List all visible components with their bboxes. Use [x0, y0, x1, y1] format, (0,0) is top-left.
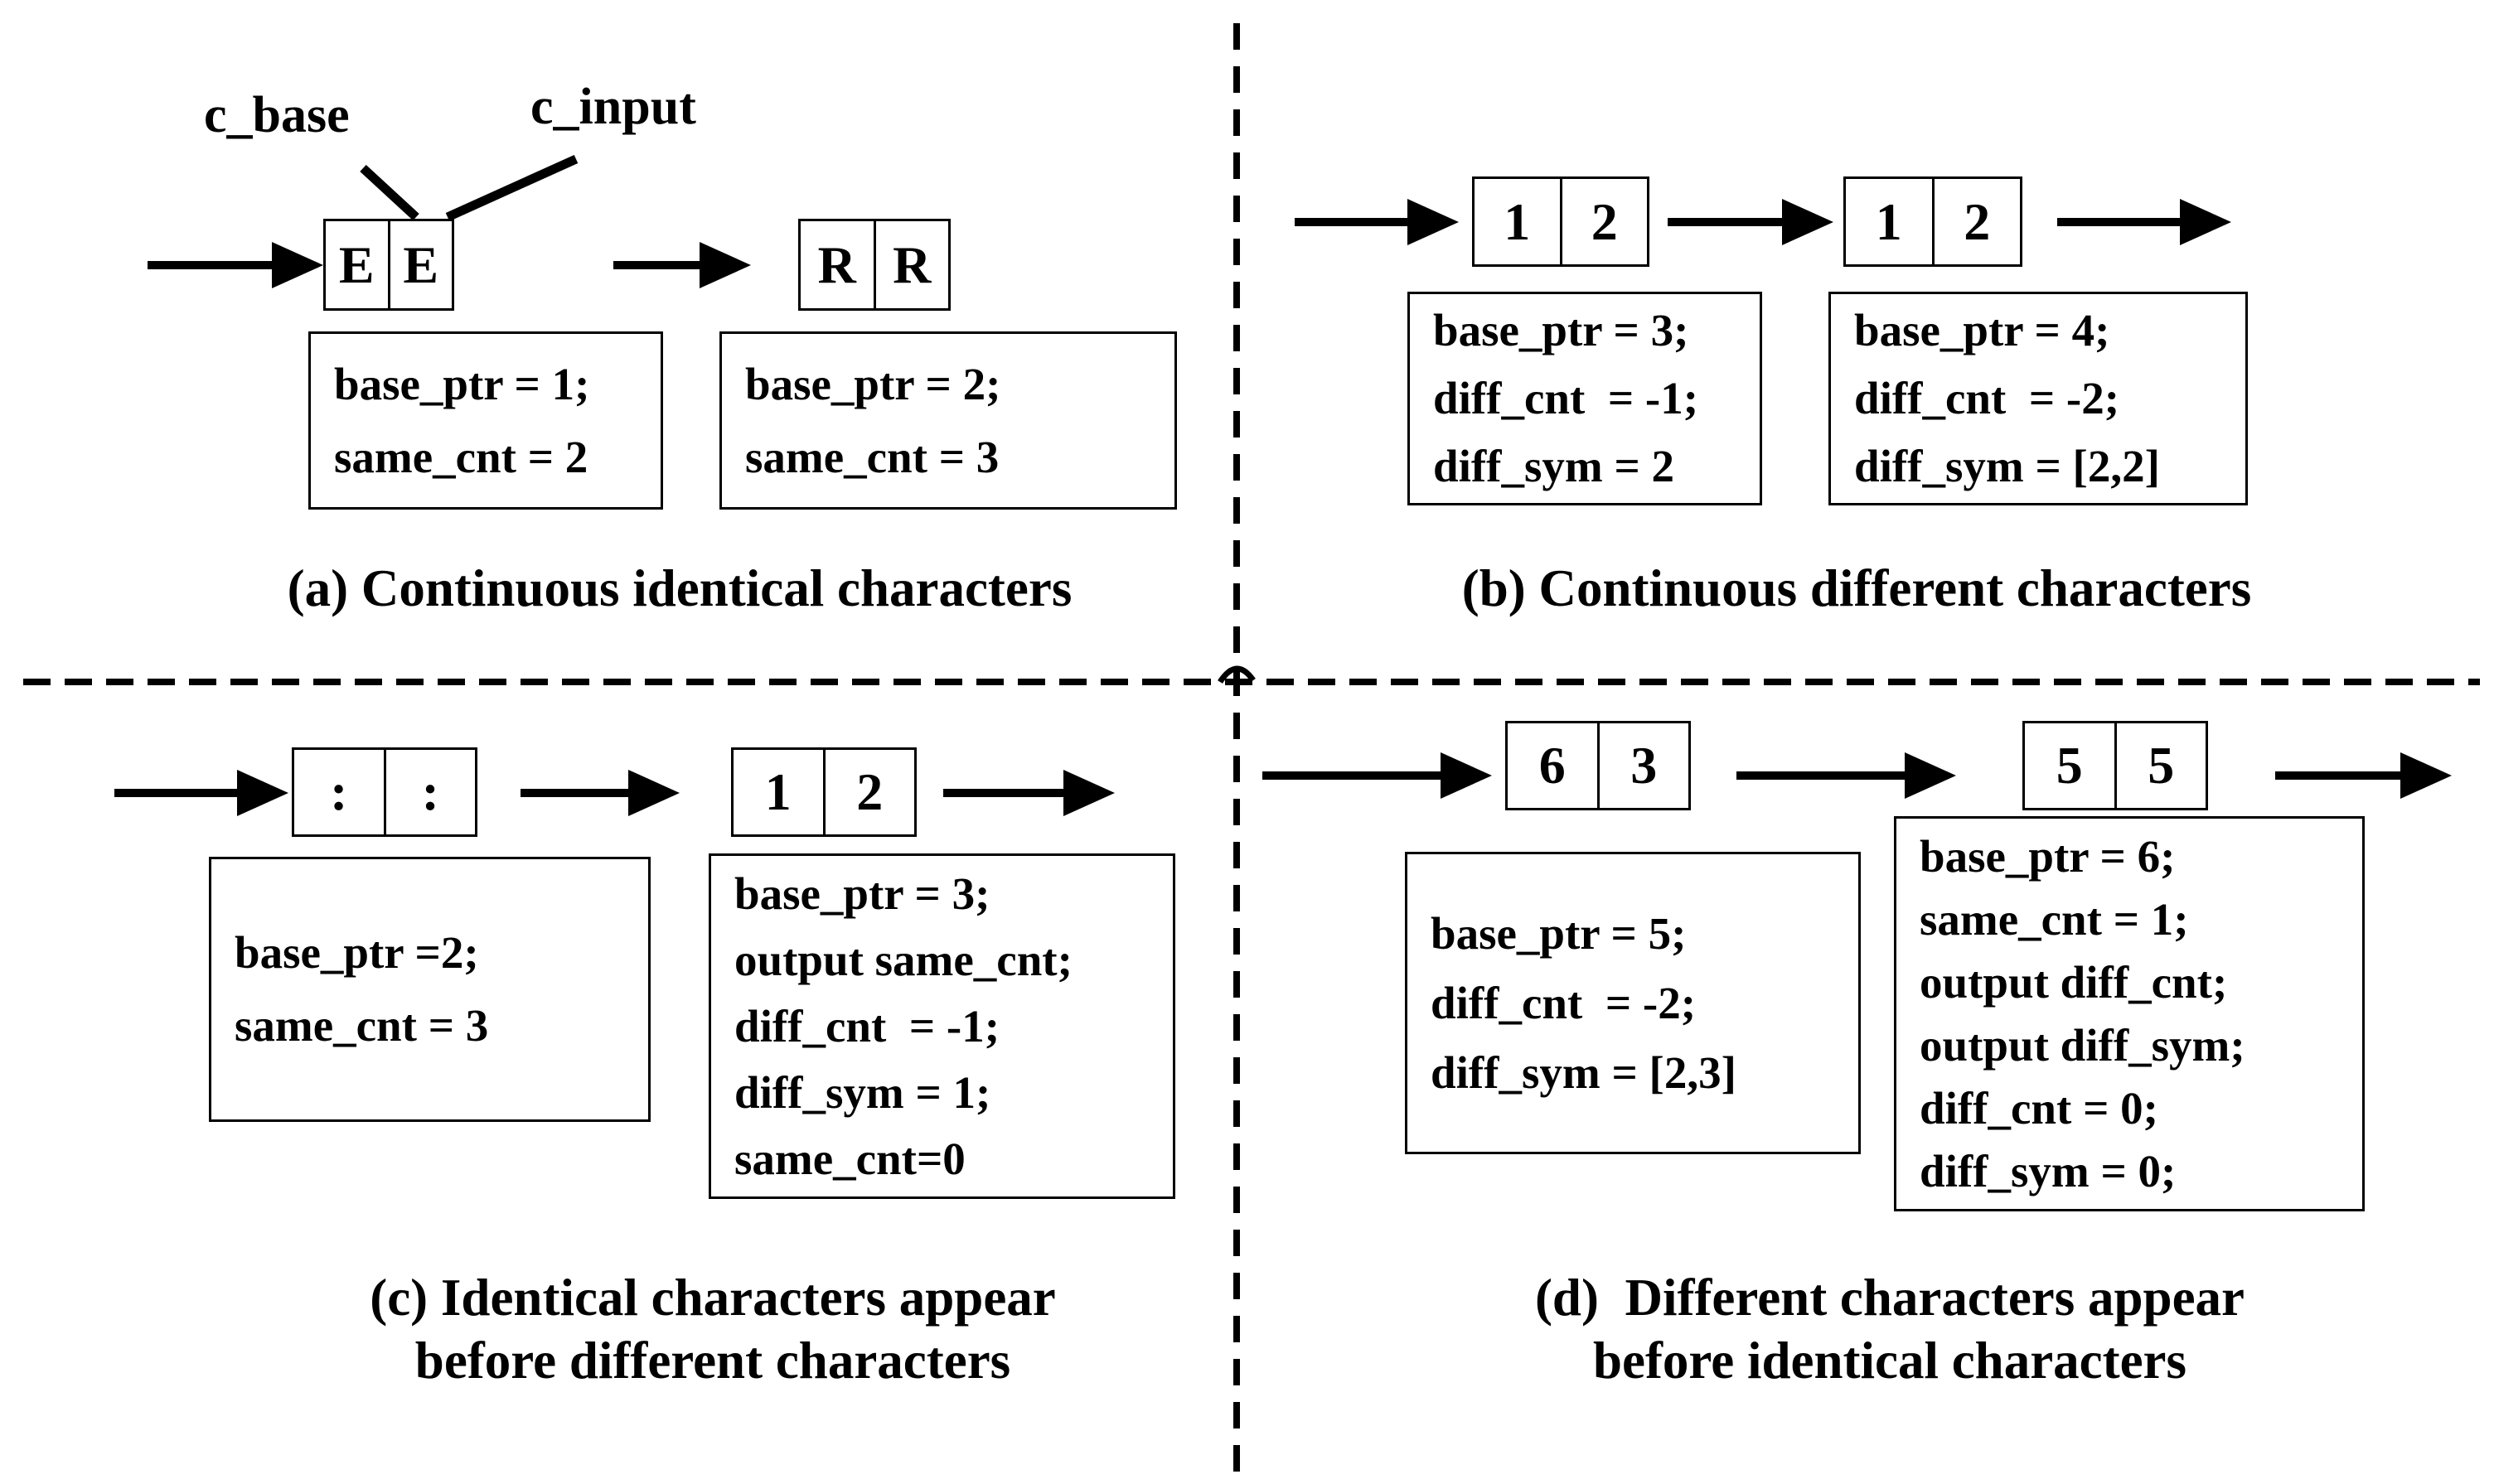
code-line: diff_sym = 2	[1433, 441, 1675, 491]
char-cell: E	[338, 234, 375, 294]
char-cell: 2	[1931, 179, 2021, 264]
code-line: same_cnt = 2	[334, 431, 588, 482]
c-input-connector-line	[445, 154, 579, 222]
pointer-label-c-input: c_input	[530, 79, 696, 135]
arrow-right-icon	[1736, 752, 1956, 799]
char-pair-box: 6 3	[1505, 721, 1691, 810]
char-cell: 2	[822, 750, 915, 834]
char-pair-box: 1 2	[1843, 176, 2022, 267]
char-cell: 6	[1538, 736, 1566, 795]
panel-caption-b: (b) Continuous different characters	[1401, 557, 2312, 620]
state-box: base_ptr = 2; same_cnt = 3	[719, 331, 1177, 510]
char-cell: 1	[764, 762, 792, 821]
char-pair-box: 1 2	[1472, 176, 1649, 267]
code-line: diff_sym = 0;	[1920, 1145, 2177, 1196]
arrow-right-icon	[1668, 199, 1833, 245]
state-box: base_ptr =2; same_cnt = 3	[209, 857, 651, 1122]
char-cell: R	[873, 221, 949, 308]
arrow-right-icon	[2275, 752, 2452, 799]
char-cell: :	[330, 762, 348, 821]
line-crossing-hop-icon	[1218, 665, 1256, 684]
code-line: diff_cnt = -2;	[1431, 977, 1697, 1028]
code-line: base_ptr = 3;	[734, 868, 990, 919]
state-box: base_ptr = 1; same_cnt = 2	[308, 331, 663, 510]
arrow-right-icon	[114, 770, 288, 816]
code-line: diff_sym = 1;	[734, 1066, 991, 1118]
caption-line: (c) Identical characters appear	[370, 1269, 1056, 1327]
char-pair-box: : :	[292, 747, 477, 837]
char-cell: 1	[1504, 191, 1531, 251]
panel-caption-c: (c) Identical characters appear before d…	[298, 1266, 1127, 1392]
code-line: same_cnt = 3	[235, 1000, 489, 1051]
char-cell: :	[383, 750, 476, 834]
arrow-right-icon	[613, 242, 751, 288]
code-line: output diff_cnt;	[1920, 956, 2228, 1008]
code-line: diff_cnt = -1;	[1433, 373, 1699, 423]
code-line: base_ptr = 5;	[1431, 907, 1687, 959]
state-box: base_ptr = 3; output same_cnt; diff_cnt …	[709, 853, 1175, 1199]
char-cell: 5	[2056, 736, 2083, 795]
char-cell: R	[817, 234, 856, 294]
code-line: diff_cnt = 0;	[1920, 1082, 2158, 1134]
arrow-right-icon	[1262, 752, 1492, 799]
code-line: output diff_sym;	[1920, 1019, 2245, 1071]
char-pair-box: 5 5	[2022, 721, 2208, 810]
caption-line: before identical characters	[1592, 1332, 2187, 1390]
code-line: base_ptr = 2;	[745, 358, 1001, 409]
code-line: same_cnt = 3	[745, 431, 1000, 482]
code-line: diff_sym = [2,2]	[1854, 441, 2160, 491]
caption-line: before different characters	[414, 1332, 1011, 1390]
char-cell: 5	[2114, 723, 2206, 808]
panel-caption-a: (a) Continuous identical characters	[224, 557, 1136, 620]
pointer-label-c-base: c_base	[204, 87, 350, 143]
arrow-right-icon	[148, 242, 323, 288]
code-line: same_cnt=0	[734, 1133, 966, 1184]
caption-line: (b) Continuous different characters	[1461, 559, 2252, 617]
state-box: base_ptr = 6; same_cnt = 1; output diff_…	[1894, 816, 2365, 1211]
caption-line: (d) Different characters appear	[1534, 1269, 2245, 1327]
code-line: output same_cnt;	[734, 934, 1073, 985]
code-line: base_ptr = 4;	[1854, 305, 2110, 355]
c-base-connector-line	[360, 164, 419, 221]
char-cell: 1	[1875, 191, 1902, 251]
state-box: base_ptr = 4; diff_cnt = -2; diff_sym = …	[1828, 292, 2248, 505]
char-cell: 2	[1559, 179, 1648, 264]
code-line: base_ptr = 6;	[1920, 830, 2176, 882]
code-line: base_ptr = 1;	[334, 358, 590, 409]
char-pair-box: 1 2	[731, 747, 917, 837]
panel-caption-d: (d) Different characters appear before i…	[1450, 1266, 2329, 1392]
arrow-right-icon	[521, 770, 680, 816]
code-line: diff_sym = [2,3]	[1431, 1047, 1736, 1098]
caption-line: (a) Continuous identical characters	[287, 559, 1073, 617]
char-cell: 3	[1596, 723, 1689, 808]
code-line: base_ptr =2;	[235, 927, 479, 978]
char-cell: E	[387, 221, 453, 308]
char-pair-box: E E	[323, 219, 454, 311]
code-line: same_cnt = 1;	[1920, 893, 2189, 945]
code-line: diff_cnt = -1;	[734, 1000, 1000, 1051]
code-line: diff_cnt = -2;	[1854, 373, 2120, 423]
state-box: base_ptr = 3; diff_cnt = -1; diff_sym = …	[1407, 292, 1762, 505]
arrow-right-icon	[943, 770, 1115, 816]
char-pair-box: R R	[798, 219, 951, 311]
arrow-right-icon	[2057, 199, 2231, 245]
code-line: base_ptr = 3;	[1433, 305, 1689, 355]
arrow-right-icon	[1295, 199, 1459, 245]
state-box: base_ptr = 5; diff_cnt = -2; diff_sym = …	[1405, 852, 1861, 1154]
